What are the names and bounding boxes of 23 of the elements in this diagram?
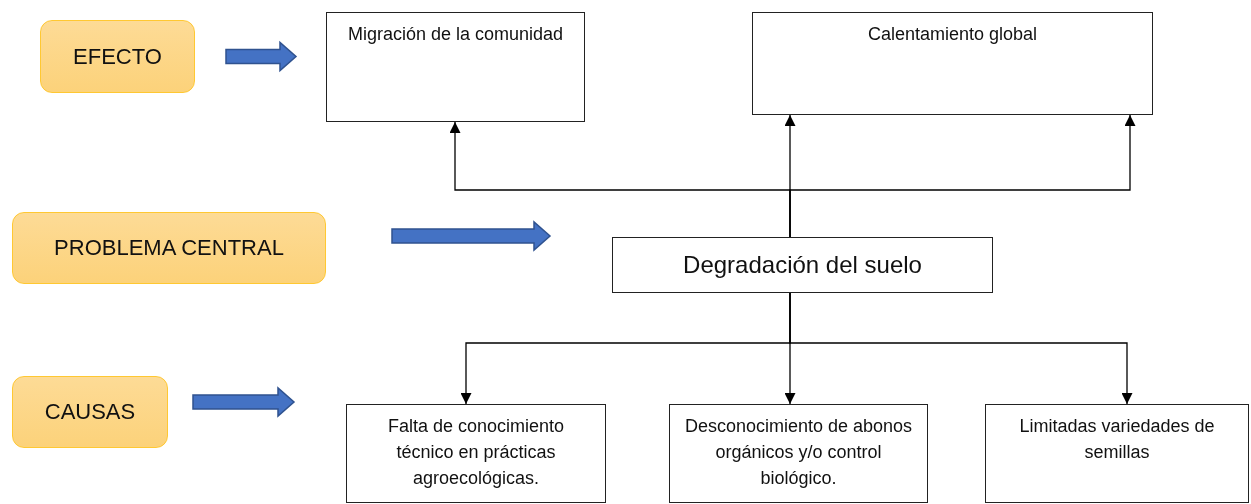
box-text: Migración de la comunidad xyxy=(347,23,564,46)
process-box xyxy=(612,237,993,293)
process-box xyxy=(326,12,585,122)
box-text: PROBLEMA CENTRAL xyxy=(54,235,284,261)
box-text: Calentamiento global xyxy=(867,23,1038,46)
box-text: Desconocimiento de abonos orgánicos y/o control biológico. xyxy=(683,415,914,491)
box-text: EFECTO xyxy=(73,43,162,70)
block-arrow xyxy=(391,220,552,252)
box-text: Falta de conocimiento técnico en prácticas agroecológicas. xyxy=(386,415,566,491)
process-box xyxy=(752,12,1153,115)
process-box xyxy=(669,404,928,503)
process-box xyxy=(346,404,606,503)
connector-arrow xyxy=(789,292,1133,405)
category-label-box xyxy=(12,376,168,448)
box-text: Degradación del suelo xyxy=(683,249,922,280)
block-arrow xyxy=(192,386,296,418)
connector-arrow xyxy=(789,114,1136,238)
process-box xyxy=(985,404,1249,503)
box-text: CAUSAS xyxy=(44,399,136,425)
block-arrow xyxy=(225,40,298,73)
box-text: Limitadas variedades de semillas xyxy=(1018,415,1216,465)
category-label-box xyxy=(12,212,326,284)
category-label-box xyxy=(40,20,195,93)
